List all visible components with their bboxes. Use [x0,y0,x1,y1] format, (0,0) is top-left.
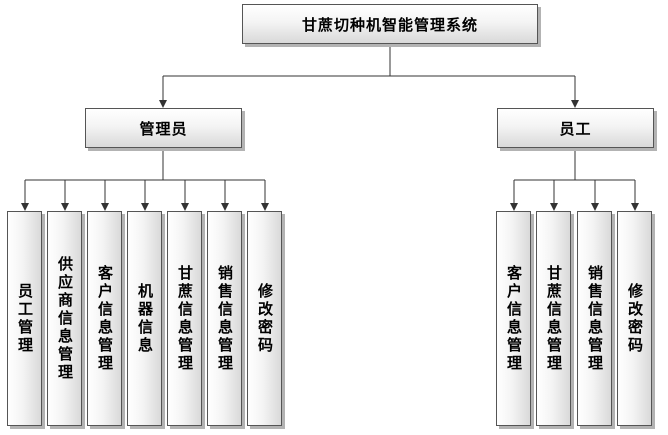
admin-child-node: 员工管理 [7,211,42,426]
admin-child-label: 机器信息 [136,282,154,355]
admin-child-node: 修改密码 [247,211,282,426]
admin-node: 管理员 [85,108,242,148]
employee-node: 员工 [497,108,654,148]
employee-child-node: 销售信息管理 [577,211,612,426]
admin-child-node: 客户信息管理 [87,211,122,426]
admin-child-label: 销售信息管理 [216,264,234,373]
admin-child-label: 供应商信息管理 [56,255,74,382]
admin-child-label: 甘蔗信息管理 [176,264,194,373]
employee-child-node: 客户信息管理 [496,211,531,426]
employee-child-label: 销售信息管理 [586,264,604,373]
admin-child-node: 机器信息 [127,211,162,426]
admin-child-node: 供应商信息管理 [47,211,82,426]
admin-child-label: 员工管理 [16,282,34,355]
admin-child-label: 客户信息管理 [96,264,114,373]
employee-child-label: 甘蔗信息管理 [545,264,563,373]
employee-child-node: 甘蔗信息管理 [536,211,571,426]
admin-child-node: 甘蔗信息管理 [167,211,202,426]
employee-child-label: 修改密码 [626,282,644,355]
admin-node-label: 管理员 [139,119,188,138]
employee-child-label: 客户信息管理 [505,264,523,373]
admin-child-label: 修改密码 [256,282,274,355]
admin-child-node: 销售信息管理 [207,211,242,426]
employee-child-node: 修改密码 [617,211,652,426]
employee-node-label: 员工 [559,119,592,138]
root-node: 甘蔗切种机智能管理系统 [242,4,538,44]
root-node-label: 甘蔗切种机智能管理系统 [301,15,478,34]
